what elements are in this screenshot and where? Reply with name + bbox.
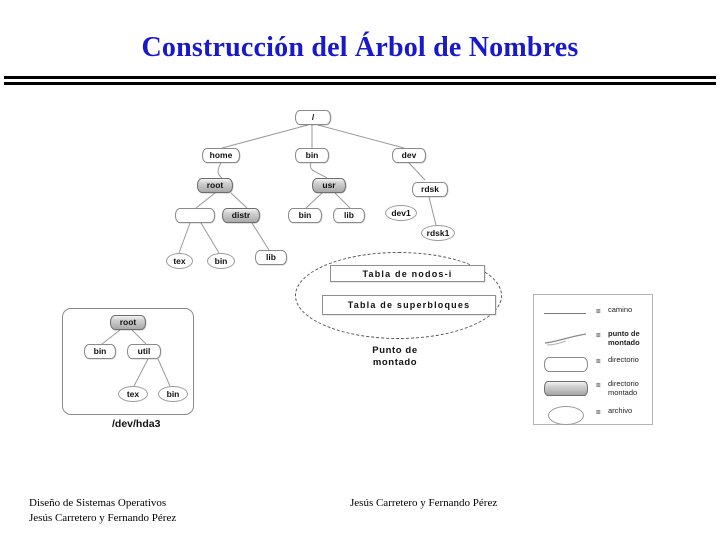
tabla-nodos-i[interactable]: Tabla de nodos-i xyxy=(330,265,485,282)
mount-point-caption: Punto de montado xyxy=(345,345,445,369)
legend-label-directorio-montado: directorio montado xyxy=(608,379,639,397)
tree-node-usr-bin[interactable]: bin xyxy=(288,208,322,223)
tree-node-dev1[interactable]: dev1 xyxy=(385,205,417,221)
legend-row-directorio: = directorio xyxy=(534,352,652,376)
footer-course-name: Diseño de Sistemas Operativos xyxy=(29,497,167,509)
tree-connectors xyxy=(178,124,437,254)
tree-node-dev[interactable]: dev xyxy=(392,148,426,163)
legend-row-punto-montado: = punto de montado xyxy=(534,326,652,350)
divider-line-top xyxy=(4,76,716,79)
tree-node-root-slash[interactable]: / xyxy=(295,110,331,125)
hda3-node-root[interactable]: root xyxy=(110,315,146,330)
legend-row-camino: = camino xyxy=(534,302,652,326)
tree-node-distr-lib[interactable]: lib xyxy=(255,250,287,265)
hda3-device-label: /dev/hda3 xyxy=(112,418,161,430)
page-title: Construcción del Árbol de Nombres xyxy=(141,32,579,63)
footer-left: Diseño de Sistemas Operativos Jesús Carr… xyxy=(29,496,176,526)
hda3-node-bin[interactable]: bin xyxy=(84,344,116,359)
legend-label-archivo: archivo xyxy=(608,406,633,415)
hda3-node-util[interactable]: util xyxy=(127,344,161,359)
tree-node-unnamed[interactable] xyxy=(175,208,215,223)
legend-equals-0: = xyxy=(596,307,601,316)
legend-equals-4: = xyxy=(596,408,601,417)
legend-label-directorio: directorio xyxy=(608,355,639,364)
mount-caption-line1: Punto de xyxy=(372,345,418,356)
legend-row-directorio-montado: = directorio montado xyxy=(534,376,652,400)
tree-node-tex[interactable]: tex xyxy=(166,253,193,269)
tree-node-usr[interactable]: usr xyxy=(312,178,346,193)
tree-node-bin-top[interactable]: bin xyxy=(295,148,329,163)
legend-label-camino: camino xyxy=(608,305,633,314)
tree-node-rdsk[interactable]: rdsk xyxy=(412,182,448,197)
legend-symbol-rounded-rect xyxy=(542,352,592,376)
name-tree-diagram: / home bin dev root usr rdsk distr bin l… xyxy=(0,95,720,445)
legend-symbol-curved-line xyxy=(542,326,592,350)
mount-point-ellipse xyxy=(295,252,502,339)
legend-row-archivo: = archivo xyxy=(534,403,652,427)
hda3-connectors xyxy=(101,329,171,387)
legend-equals-1: = xyxy=(596,331,601,340)
tree-node-distr[interactable]: distr xyxy=(222,208,260,223)
footer-authors-center: Jesús Carretero y Fernando Pérez xyxy=(350,497,498,509)
tree-node-home[interactable]: home xyxy=(202,148,240,163)
tree-node-rdsk1[interactable]: rdsk1 xyxy=(421,225,455,241)
divider-line-bottom xyxy=(4,82,716,85)
legend-equals-3: = xyxy=(596,381,601,390)
title-divider xyxy=(4,76,716,85)
tabla-superbloques[interactable]: Tabla de superbloques xyxy=(322,295,496,315)
legend-label-punto-montado: punto de montado xyxy=(608,329,640,347)
legend-symbol-gray-rect xyxy=(542,376,592,400)
legend-symbol-line xyxy=(542,302,592,326)
tree-node-usr-lib[interactable]: lib xyxy=(333,208,365,223)
mount-caption-line2: montado xyxy=(372,357,418,368)
hda3-node-bin2[interactable]: bin xyxy=(158,386,188,402)
legend-equals-2: = xyxy=(596,357,601,366)
footer-authors-left: Jesús Carretero y Fernando Pérez xyxy=(29,512,177,524)
legend-symbol-ellipse xyxy=(542,403,592,427)
hda3-node-tex[interactable]: tex xyxy=(118,386,148,402)
legend-panel: = camino = punto de montado = dire xyxy=(533,294,653,425)
tree-node-bin-leaf[interactable]: bin xyxy=(207,253,235,269)
tree-node-root-dir[interactable]: root xyxy=(197,178,233,193)
